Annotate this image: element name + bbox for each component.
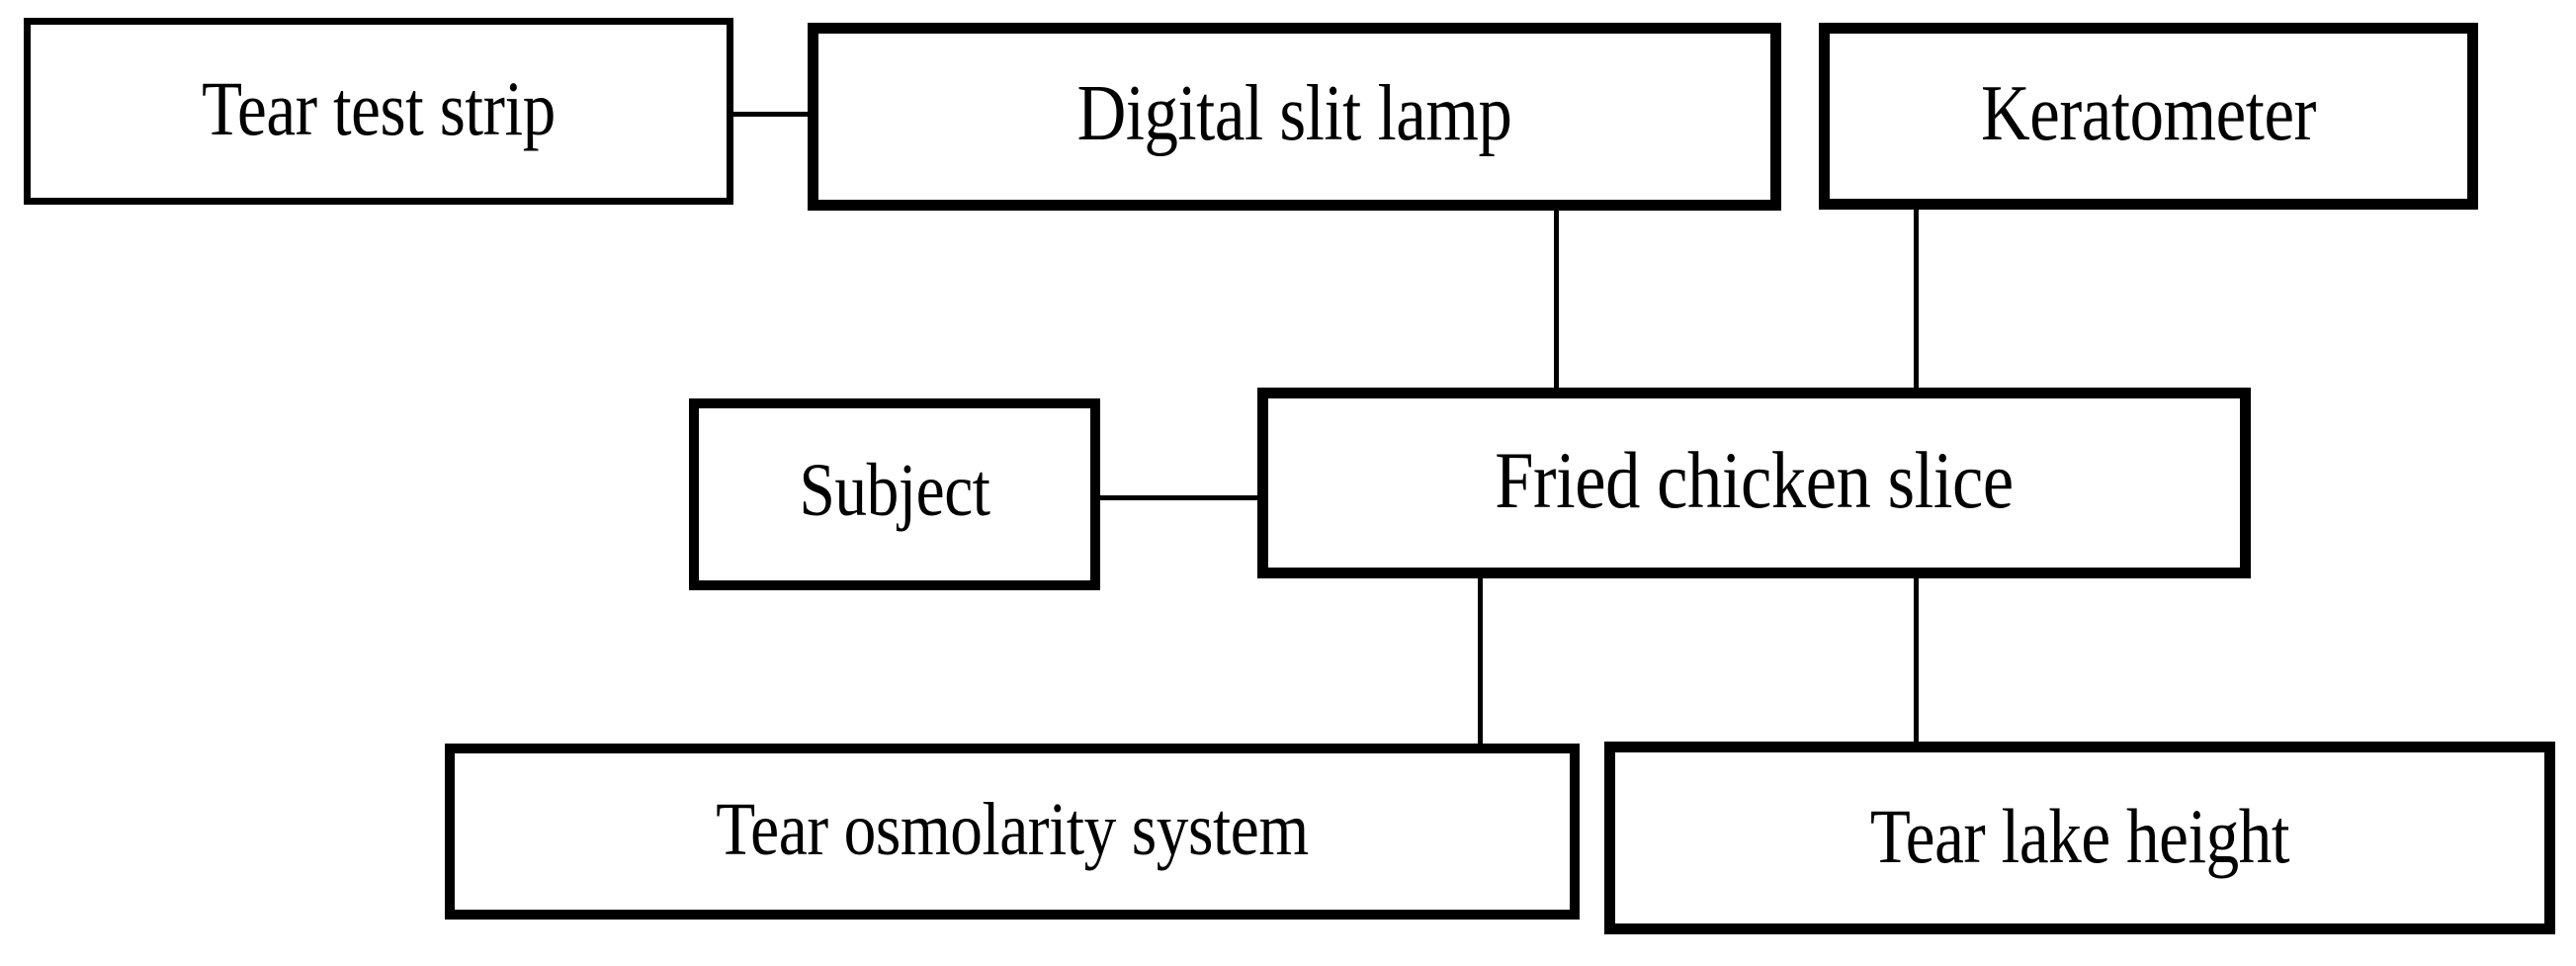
node-subject[interactable]: Subject bbox=[689, 398, 1100, 590]
node-label-fried-chicken-slice: Fried chicken slice bbox=[1495, 434, 2014, 525]
node-tear-test-strip[interactable]: Tear test strip bbox=[24, 18, 733, 205]
edge-subject-to-fried-chicken-slice bbox=[1093, 495, 1267, 500]
node-tear-lake-height[interactable]: Tear lake height bbox=[1604, 742, 2555, 934]
node-label-subject: Subject bbox=[799, 449, 990, 532]
node-tear-osmolarity-system[interactable]: Tear osmolarity system bbox=[445, 744, 1580, 920]
edge-tear-test-strip-to-digital-slit-lamp bbox=[727, 112, 816, 117]
node-label-tear-osmolarity-system: Tear osmolarity system bbox=[716, 788, 1309, 871]
edge-fried-chicken-slice-to-tear-lake-height bbox=[1914, 571, 1919, 749]
edge-keratometer-to-fried-chicken-slice bbox=[1914, 203, 1919, 396]
node-fried-chicken-slice[interactable]: Fried chicken slice bbox=[1257, 388, 2251, 578]
edge-fried-chicken-slice-to-tear-osmolarity-system bbox=[1478, 571, 1483, 750]
node-keratometer[interactable]: Keratometer bbox=[1819, 23, 2478, 210]
node-label-tear-test-strip: Tear test strip bbox=[202, 64, 556, 151]
node-label-tear-lake-height: Tear lake height bbox=[1869, 792, 2290, 879]
edge-digital-slit-lamp-to-fried-chicken-slice bbox=[1554, 203, 1559, 395]
node-label-keratometer: Keratometer bbox=[1980, 69, 2317, 157]
node-digital-slit-lamp[interactable]: Digital slit lamp bbox=[808, 23, 1781, 211]
node-label-digital-slit-lamp: Digital slit lamp bbox=[1076, 70, 1512, 157]
